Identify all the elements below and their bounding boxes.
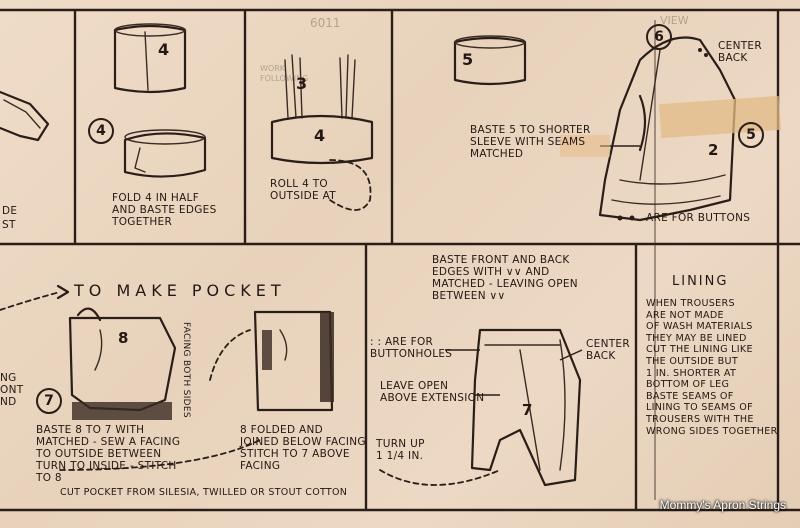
fold-instruction: FOLD 4 IN HALF AND BASTE EDGES TOGETHER [112, 192, 217, 228]
pocket-cut-note: CUT POCKET FROM SILESIA, TWILLED OR STOU… [60, 487, 348, 498]
step-circle-7: 7 [36, 388, 62, 414]
lining-instruction: WHEN TROUSERS ARE NOT MADE OF WASH MATER… [646, 298, 778, 437]
edge-fragment: ST [2, 219, 16, 231]
edge-fragment: DE [2, 205, 18, 217]
buttonholes-label: : : ARE FOR BUTTONHOLES [370, 336, 453, 360]
roll-number-top: 3 [296, 74, 308, 93]
lining-heading: LINING [672, 274, 729, 289]
pocket-edge-fragment: NG ONT ND [0, 372, 24, 408]
center-back-label: CENTER BACK [718, 40, 762, 64]
facing-label: FACING BOTH SIDES [181, 322, 191, 418]
leave-open-label: LEAVE OPEN ABOVE EXTENSION [380, 380, 485, 404]
jacket-illustration [453, 35, 737, 222]
step-circle-5: 5 [738, 122, 764, 148]
panel-borders [0, 8, 800, 512]
tape-strip [560, 135, 610, 157]
pocket-baste-instruction: BASTE 8 TO 7 WITH MATCHED - SEW A FACING… [36, 424, 181, 484]
pocket-arrow [0, 284, 251, 381]
trousers-illustration [379, 328, 583, 487]
buttons-label: ARE FOR BUTTONS [646, 212, 751, 224]
pocket-guide-dashes [59, 439, 261, 471]
roll-number-band: 4 [314, 126, 326, 145]
pocket-number: 8 [118, 329, 129, 347]
band-number: 5 [462, 50, 474, 69]
pocket-illustration-left [68, 307, 177, 420]
sleeve-fragment-illustration [0, 90, 50, 142]
jacket-number: 2 [708, 141, 719, 159]
fold-cuff-illustration [113, 23, 207, 178]
pocket-illustration-right [253, 310, 334, 412]
turn-up-label: TURN UP 1 1/4 IN. [376, 438, 425, 462]
roll-instruction: ROLL 4 TO OUTSIDE AT [270, 178, 336, 202]
ghost-number: 6011 [310, 16, 341, 30]
step-circle-6: 6 [646, 24, 672, 50]
trousers-center-back: CENTER BACK [586, 338, 630, 362]
roll-cuff-illustration [270, 54, 374, 211]
pocket-heading: TO MAKE POCKET [74, 281, 286, 300]
trousers-baste-instruction: BASTE FRONT AND BACK EDGES WITH ∨∨ AND M… [432, 254, 578, 302]
baste5-instruction: BASTE 5 TO SHORTER SLEEVE WITH SEAMS MAT… [470, 124, 591, 160]
pocket-folded-instruction: 8 FOLDED AND JOINED BELOW FACING STITCH … [240, 424, 366, 472]
ghost-text: WORK FOLLOWING [260, 64, 309, 83]
ghost-text: VIEW [660, 14, 689, 27]
watermark-credit: Mommy's Apron Strings [659, 498, 786, 512]
cuff-number: 4 [158, 40, 170, 59]
step-circle-4: 4 [88, 118, 114, 144]
trousers-number: 7 [522, 401, 533, 419]
